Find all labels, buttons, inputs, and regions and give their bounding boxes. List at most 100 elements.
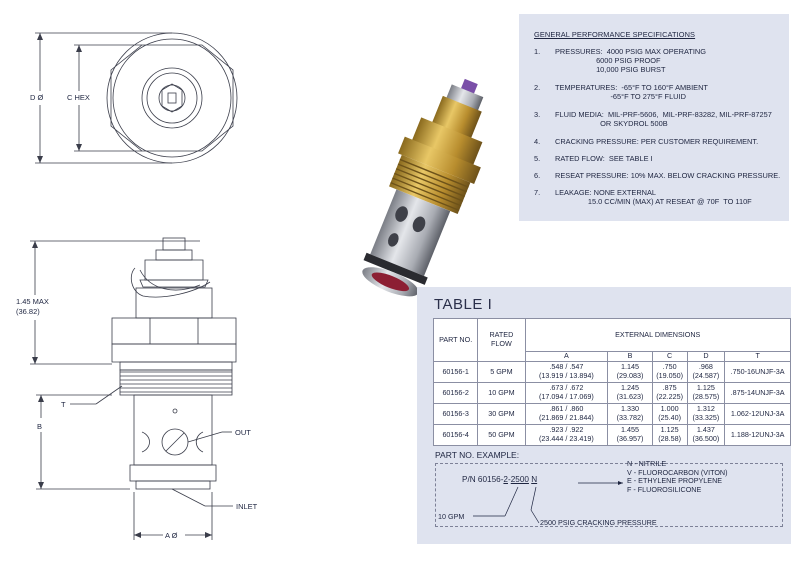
- table-row: 60156-1 5 GPM .548 / .547(13.919 / 13.89…: [432, 361, 791, 383]
- cell-c: .875(22.225): [651, 382, 688, 404]
- cell-b-mm: (31.623): [616, 392, 644, 401]
- cell-flow: 5 GPM: [477, 361, 526, 383]
- dimensions-table: PART NO. RATED FLOW EXTERNAL DIMENSIONS …: [432, 318, 791, 446]
- spec-text: RESEAT PRESSURE: 10% MAX. BELOW CRACKING…: [555, 171, 781, 180]
- callout-leaders: [473, 481, 623, 524]
- b-dim-label: B: [37, 422, 42, 431]
- cell-a-mm: (23.444 / 23.419): [539, 434, 594, 443]
- cell-c-mm: (19.050): [656, 371, 684, 380]
- table-row: 60156-2 10 GPM .673 / .672(17.094 / 17.0…: [432, 382, 791, 404]
- performance-specifications-panel: GENERAL PERFORMANCE SPECIFICATIONS 1. PRE…: [519, 14, 789, 221]
- cell-b-inch: 1.330: [620, 404, 639, 414]
- cell-c-inch: .750: [662, 362, 677, 372]
- cell-part: 60156-2: [432, 382, 479, 404]
- table-row: 60156-4 50 GPM .923 / .922(23.444 / 23.4…: [432, 424, 791, 446]
- c-hex-label: C HEX: [67, 93, 90, 102]
- spec-text: FLUID MEDIA: MIL-PRF-5606, MIL-PRF-83282…: [555, 110, 772, 128]
- spec-num: 3.: [534, 110, 541, 119]
- table-title: TABLE I: [434, 296, 493, 313]
- cell-c: 1.000(25.40): [651, 403, 688, 425]
- max-height-mm-label: (36.82): [16, 307, 40, 316]
- cell-flow: 50 GPM: [477, 424, 526, 446]
- cell-a: .673 / .672(17.094 / 17.069): [524, 382, 609, 404]
- header-rated-flow: RATED FLOW: [477, 318, 526, 362]
- cell-d-inch: .968: [698, 362, 713, 372]
- cell-c-mm: (25.40): [658, 413, 682, 422]
- part-number-example: P/N 60156-2-2500 N: [462, 475, 537, 484]
- cell-c: .750(19.050): [651, 361, 688, 383]
- thread-t-label: T: [61, 400, 66, 409]
- cell-a-mm: (13.919 / 13.894): [539, 371, 594, 380]
- a-dim-label: A Ø: [165, 531, 178, 540]
- cell-a: .548 / .547(13.919 / 13.894): [524, 361, 609, 383]
- spec-num: 5.: [534, 154, 541, 163]
- spec-text: TEMPERATURES: -65°F TO 160°F AMBIENT -65…: [555, 83, 708, 101]
- header-part-no: PART NO.: [432, 318, 479, 362]
- cell-d-mm: (36.500): [692, 434, 720, 443]
- cell-t: 1.188-12UNJ-3A: [724, 424, 791, 446]
- spec-text: PRESSURES: 4000 PSIG MAX OPERATING 6000 …: [555, 47, 707, 74]
- cell-a: .861 / .860(21.869 / 21.844): [524, 403, 609, 425]
- seal-option: V - FLUOROCARBON (VITON): [627, 467, 728, 477]
- cell-d: 1.125(28.575): [686, 382, 726, 404]
- top-view: [35, 32, 238, 164]
- header-col-d: D: [686, 351, 726, 362]
- pn-dash: -: [507, 475, 511, 484]
- cell-d-mm: (28.575): [692, 392, 720, 401]
- cell-b: 1.145(29.083): [607, 361, 653, 383]
- header-col-t: T: [724, 351, 791, 362]
- cell-a-inch: .548 / .547: [549, 362, 584, 372]
- cell-b: 1.330(33.782): [607, 403, 653, 425]
- out-port-label: OUT: [235, 428, 251, 437]
- spec-num: 7.: [534, 188, 541, 197]
- cell-d-inch: 1.437: [696, 425, 715, 435]
- pressure-callout: 2500 PSIG CRACKING PRESSURE: [540, 518, 657, 527]
- d-dim-label: D Ø: [30, 93, 44, 102]
- cell-part: 60156-4: [432, 424, 479, 446]
- header-col-b: B: [607, 351, 653, 362]
- cell-c-mm: (28.58): [658, 434, 682, 443]
- cell-t: 1.062-12UNJ-3A: [724, 403, 791, 425]
- seal-option: N - NITRILE: [627, 459, 667, 468]
- header-external-dimensions: EXTERNAL DIMENSIONS: [524, 318, 791, 352]
- max-height-label: 1.45 MAX: [16, 297, 49, 306]
- header-col-c: C: [651, 351, 688, 362]
- seal-option: F - FLUOROSILICONE: [627, 484, 702, 494]
- cell-a-inch: .673 / .672: [549, 383, 584, 393]
- cell-b-inch: 1.145: [620, 362, 639, 372]
- cell-d: 1.437(36.500): [686, 424, 726, 446]
- table-row: 60156-3 30 GPM .861 / .860(21.869 / 21.8…: [432, 403, 791, 425]
- cell-t: .875-14UNJF-3A: [724, 382, 791, 404]
- cell-part: 60156-1: [432, 361, 479, 383]
- pn-prefix: P/N 60156-: [462, 475, 504, 484]
- cell-a-mm: (17.094 / 17.069): [539, 392, 594, 401]
- cell-a-mm: (21.869 / 21.844): [539, 413, 594, 422]
- cell-b: 1.245(31.623): [607, 382, 653, 404]
- cell-b: 1.455(36.957): [607, 424, 653, 446]
- specs-title: GENERAL PERFORMANCE SPECIFICATIONS: [534, 30, 696, 39]
- cell-flow: 10 GPM: [477, 382, 526, 404]
- cell-c-mm: (22.225): [656, 392, 684, 401]
- cell-a: .923 / .922(23.444 / 23.419): [524, 424, 609, 446]
- cell-t: .750-16UNJF-3A: [724, 361, 791, 383]
- cell-d-inch: 1.312: [696, 404, 715, 414]
- cell-b-mm: (33.782): [616, 413, 644, 422]
- technical-drawing: D Ø C HEX 1.45 MAX (36.82) T B OUT INLET…: [16, 32, 258, 540]
- spec-text: LEAKAGE: NONE EXTERNAL 15.0 CC/MIN (MAX)…: [555, 188, 752, 206]
- cell-c-inch: 1.000: [660, 404, 679, 414]
- cell-b-mm: (36.957): [616, 434, 644, 443]
- spec-num: 1.: [534, 47, 541, 56]
- cell-flow: 30 GPM: [477, 403, 526, 425]
- cell-b-inch: 1.245: [620, 383, 639, 393]
- valve-product-render: [362, 78, 484, 297]
- inlet-port-label: INLET: [236, 502, 258, 511]
- spec-text: RATED FLOW: SEE TABLE I: [555, 154, 653, 163]
- table-panel: TABLE I PART NO. RATED FLOW EXTERNAL DIM…: [417, 287, 791, 544]
- pn-seal: N: [531, 475, 538, 484]
- pn-size: 2: [503, 475, 508, 484]
- cell-part: 60156-3: [432, 403, 479, 425]
- cell-b-mm: (29.083): [616, 371, 644, 380]
- part-example-title: PART NO. EXAMPLE:: [435, 450, 520, 460]
- cell-b-inch: 1.455: [620, 425, 639, 435]
